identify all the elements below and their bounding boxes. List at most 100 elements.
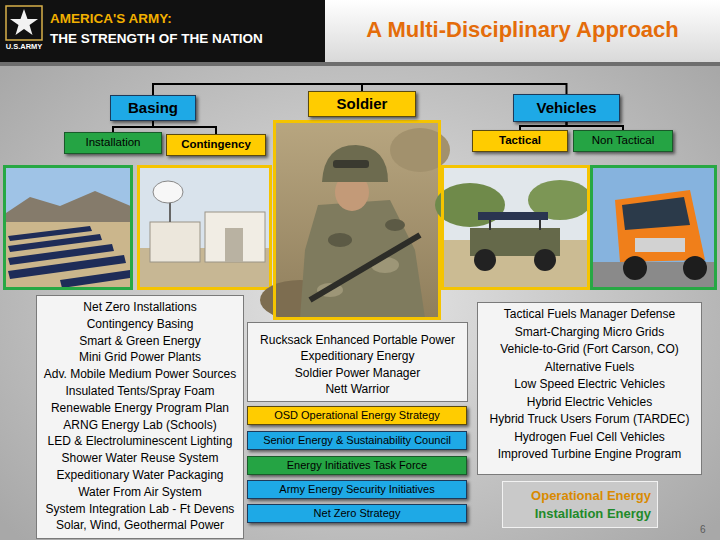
photo-frame bbox=[139, 167, 271, 289]
list-item: Expeditionary Energy bbox=[254, 348, 461, 364]
box-label: Non Tactical bbox=[592, 134, 654, 147]
box-label: Tactical bbox=[499, 134, 541, 147]
photo-frame bbox=[592, 167, 716, 289]
box-label: Contingency bbox=[181, 138, 251, 151]
box-label: Net Zero Strategy bbox=[314, 507, 401, 520]
wheel bbox=[474, 249, 496, 271]
list-item: Installation Energy bbox=[509, 505, 651, 523]
box-label: Army Energy Security Initiatives bbox=[279, 483, 434, 496]
slide-title: A Multi-Disciplinary Approach bbox=[330, 17, 715, 43]
vehicle-panel bbox=[478, 212, 548, 220]
strategy-bar: OSD Operational Energy Strategy bbox=[247, 406, 467, 425]
header-light bbox=[325, 0, 720, 62]
list-item: Solar, Wind, Geothermal Power bbox=[43, 517, 237, 534]
box-label: Basing bbox=[128, 99, 178, 116]
list-item: System Integration Lab - Ft Devens bbox=[43, 501, 237, 518]
logo-text: U.S.ARMY bbox=[4, 42, 44, 51]
list-item: Tactical Fuels Manager Defense bbox=[484, 306, 695, 324]
satellite-dish bbox=[153, 181, 183, 203]
list-item: Insulated Tents/Spray Foam bbox=[43, 383, 237, 400]
box-label: Energy Initiatives Task Force bbox=[287, 459, 427, 472]
box-label: Senior Energy & Sustainability Council bbox=[263, 434, 451, 447]
soldier-body bbox=[300, 200, 425, 318]
trees bbox=[435, 183, 505, 227]
box-label: Vehicles bbox=[536, 99, 596, 116]
camo-spot bbox=[328, 233, 352, 247]
list-item: Contingency Basing bbox=[43, 316, 237, 333]
category-box: Soldier bbox=[308, 91, 416, 117]
connector-line bbox=[153, 121, 216, 134]
sub-box: Contingency bbox=[166, 134, 266, 156]
truck-cab bbox=[615, 190, 705, 262]
list-item: Soldier Power Manager bbox=[254, 365, 461, 381]
list-item: LED & Electroluminescent Lighting bbox=[43, 433, 237, 450]
category-box: Basing bbox=[110, 95, 196, 121]
list-item: Expeditionary Water Packaging bbox=[43, 467, 237, 484]
photo-frame bbox=[275, 122, 440, 319]
list-item: Hydrogen Fuel Cell Vehicles bbox=[484, 429, 695, 447]
sub-box: Installation bbox=[64, 132, 162, 154]
list-item: Hybrid Electric Vehicles bbox=[484, 394, 695, 412]
sub-box: Tactical bbox=[472, 130, 568, 152]
vehicle-roll-bar bbox=[539, 220, 541, 230]
logo-frame bbox=[6, 6, 42, 40]
box-label: OSD Operational Energy Strategy bbox=[274, 409, 440, 422]
container-door bbox=[225, 228, 243, 262]
list-item: Renewable Energy Program Plan bbox=[43, 400, 237, 417]
header-band bbox=[0, 0, 325, 62]
list-item: Rucksack Enhanced Portable Power bbox=[254, 332, 461, 348]
camo-spot bbox=[385, 219, 405, 231]
list-item: Operational Energy bbox=[509, 487, 651, 505]
truck-windshield bbox=[622, 197, 690, 230]
list-item: Low Speed Electric Vehicles bbox=[484, 376, 695, 394]
category-box: Vehicles bbox=[513, 94, 620, 122]
photo-mountains bbox=[3, 191, 133, 226]
soldier-helmet bbox=[322, 145, 388, 182]
photo-sky bbox=[590, 165, 717, 290]
strategy-bar: Army Energy Security Initiatives bbox=[247, 480, 467, 499]
list-item: Smart-Charging Micro Grids bbox=[484, 324, 695, 342]
header-text: AMERICA'S ARMY: bbox=[50, 11, 172, 26]
strategy-bar: Energy Initiatives Task Force bbox=[247, 456, 467, 475]
list-item: Vehicle-to-Grid (Fort Carson, CO) bbox=[484, 341, 695, 359]
truck-grille bbox=[635, 238, 685, 252]
photo-ground bbox=[3, 222, 133, 290]
energy-key-box: Operational EnergyInstallation Energy bbox=[502, 481, 658, 528]
sub-box: Non Tactical bbox=[573, 130, 673, 152]
box-label: Soldier bbox=[337, 95, 388, 112]
list-item: Net Zero Installations bbox=[43, 299, 237, 316]
page-number: 6 bbox=[700, 524, 706, 535]
list-item: Hybrid Truck Users Forum (TARDEC) bbox=[484, 411, 695, 429]
goggles bbox=[333, 160, 369, 168]
list-box: Net Zero InstallationsContingency Basing… bbox=[36, 295, 244, 539]
list-item: ARNG Energy Lab (Schools) bbox=[43, 417, 237, 434]
photo-sky bbox=[137, 165, 272, 290]
photo-frame bbox=[5, 167, 132, 289]
connector-line bbox=[113, 121, 153, 132]
logo-star bbox=[10, 9, 38, 35]
list-box: Tactical Fuels Manager DefenseSmart-Char… bbox=[477, 302, 702, 475]
solar-panels bbox=[60, 270, 130, 288]
header-rule bbox=[0, 62, 720, 66]
photo-sky bbox=[3, 165, 133, 290]
list-item: Water From Air System bbox=[43, 484, 237, 501]
list-item: Smart & Green Energy bbox=[43, 333, 237, 350]
connector-line bbox=[520, 122, 567, 130]
wheel bbox=[623, 256, 647, 280]
wheel bbox=[534, 249, 556, 271]
strategy-bar: Net Zero Strategy bbox=[247, 504, 467, 523]
rifle bbox=[310, 235, 420, 300]
list-item: Adv. Mobile Medium Power Sources bbox=[43, 366, 237, 383]
container bbox=[205, 212, 265, 262]
box-label: Installation bbox=[86, 136, 141, 149]
vehicle-roll-bar bbox=[489, 220, 491, 230]
header-text: THE STRENGTH OF THE NATION bbox=[50, 31, 263, 46]
list-item: Improved Turbine Engine Program bbox=[484, 446, 695, 464]
list-box: Rucksack Enhanced Portable PowerExpediti… bbox=[247, 322, 468, 402]
list-item: Mini Grid Power Plants bbox=[43, 349, 237, 366]
wheel bbox=[683, 256, 707, 280]
list-item: Nett Warrior bbox=[254, 381, 461, 397]
list-item: Alternative Fuels bbox=[484, 359, 695, 377]
photo-frame bbox=[443, 167, 589, 289]
